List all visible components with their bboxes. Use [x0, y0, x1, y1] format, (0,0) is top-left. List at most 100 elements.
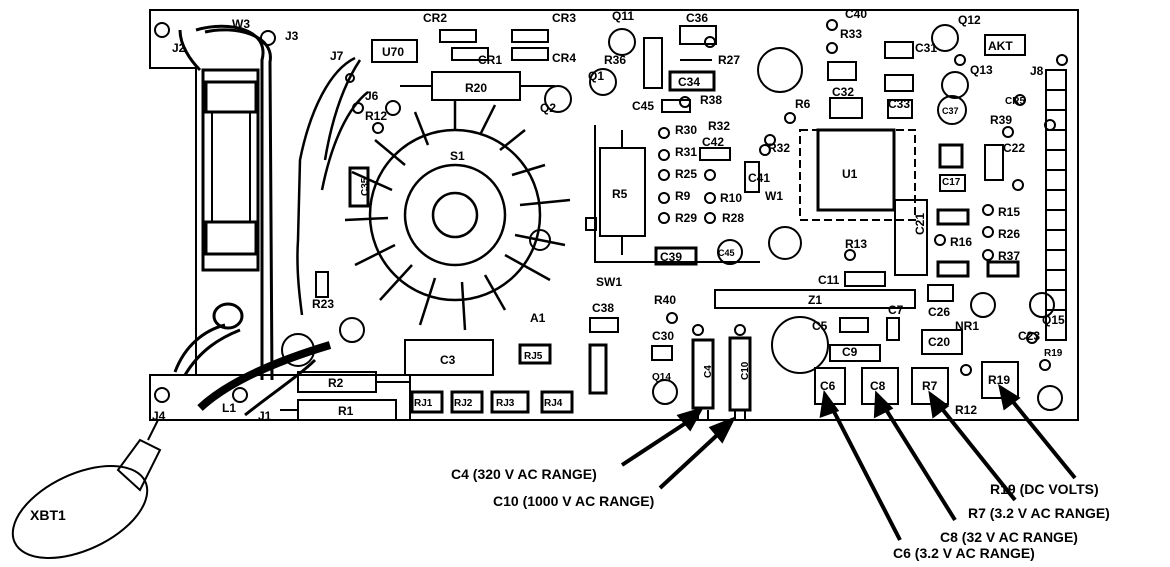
j8-connector-strip: [1045, 69, 1067, 341]
callout-c4: C4 (320 V AC RANGE): [451, 466, 597, 482]
c9-capacitor: [829, 344, 881, 362]
label-c36: C36: [686, 11, 708, 25]
label-nr1: NR1: [955, 319, 979, 333]
label-r38: R38: [700, 93, 722, 107]
c20-capacitor: [921, 329, 963, 355]
c3-capacitor: [404, 339, 494, 376]
label-r25: R25: [675, 167, 697, 181]
battery-holder: [201, 68, 260, 272]
label-c31: C31: [915, 41, 937, 55]
r36-resistor: [643, 37, 663, 89]
label-r7: R7: [922, 379, 938, 393]
label-q13: Q13: [970, 63, 993, 77]
c37-capacitor: [937, 95, 967, 125]
c34-capacitor: [668, 70, 716, 92]
label-r19: R19: [988, 373, 1010, 387]
label-r33: R33: [840, 27, 862, 41]
label-r26: R26: [998, 227, 1020, 241]
mounting-holes: [154, 22, 1068, 403]
label-r15: R15: [998, 205, 1020, 219]
label-r12: R12: [365, 109, 387, 123]
label-r20: R20: [465, 81, 487, 95]
r19-resistor: [981, 361, 1019, 399]
label-q11: Q11: [612, 9, 634, 23]
c26-capacitor: [927, 284, 954, 302]
label-r27: R27: [718, 53, 740, 67]
xbt1-probe: [11, 419, 162, 559]
c32-capacitor: [829, 97, 863, 119]
callout-c6: C6 (3.2 V AC RANGE): [893, 545, 1035, 561]
callout-r19: R19 (DC VOLTS): [990, 481, 1099, 497]
label-j6: J6: [365, 89, 379, 103]
label-r29: R29: [675, 211, 697, 225]
large-capacitor-top: [757, 47, 803, 93]
label-q2: Q2: [540, 101, 556, 115]
label-r31: R31: [675, 145, 697, 159]
label-c45: C45: [632, 99, 654, 113]
label-r2: R2: [328, 376, 344, 390]
label-r18: R19: [1044, 348, 1063, 359]
label-c8: C8: [870, 379, 886, 393]
label-c41: C41: [748, 171, 770, 185]
label-u1: U1: [842, 167, 858, 181]
rj-jumpers: [410, 390, 574, 414]
label-r30: R30: [675, 123, 697, 137]
label-rj5: RJ5: [524, 351, 543, 362]
label-c38: C38: [592, 301, 614, 315]
label-c7: C7: [888, 303, 904, 317]
z1-strip: [714, 289, 916, 309]
label-s1: S1: [450, 149, 465, 163]
label-r37: R37: [998, 249, 1020, 263]
label-j1: J1: [258, 409, 272, 423]
label-c22: C22: [1003, 141, 1025, 155]
label-j3: J3: [285, 29, 299, 43]
c35-capacitor: [348, 166, 370, 208]
small-pads-mid: [658, 19, 838, 224]
c14-capacitor: [717, 239, 743, 265]
callout-c8: C8 (32 V AC RANGE): [940, 529, 1078, 545]
label-r10: R10: [720, 191, 742, 205]
rotary-switch-s1: [344, 100, 571, 331]
c45-capacitor: [661, 99, 691, 113]
label-w1: W1: [765, 189, 783, 203]
label-l1: L1: [222, 401, 236, 415]
label-c6: C6: [820, 379, 836, 393]
label-j8: J8: [1030, 64, 1044, 78]
label-r1: R1: [338, 404, 354, 418]
c7-capacitor: [886, 317, 900, 341]
label-c35: C35: [360, 177, 371, 196]
label-q1: Q1: [588, 69, 604, 83]
label-xbt1: XBT1: [30, 507, 66, 523]
transistors-top: [544, 24, 969, 113]
label-rj3: RJ3: [496, 398, 515, 409]
label-c30: C30: [652, 329, 674, 343]
label-cr4: CR4: [552, 51, 576, 65]
label-c40: C40: [845, 7, 867, 21]
label-c10: C10: [740, 361, 751, 380]
rj5-jumper: [518, 343, 552, 365]
label-akt: AKT: [988, 39, 1013, 53]
label-cr2: CR2: [423, 11, 447, 25]
label-w3: W3: [232, 17, 250, 31]
label-c33: C33: [888, 97, 910, 111]
c39-capacitor: [654, 246, 698, 266]
c10-capacitor: [728, 336, 752, 412]
c30-capacitor: [651, 345, 673, 361]
callout-c10: C10 (1000 V AC RANGE): [493, 493, 654, 509]
label-c20: C20: [928, 335, 950, 349]
callout-r7: R7 (3.2 V AC RANGE): [968, 505, 1110, 521]
label-c3: C3: [440, 353, 456, 367]
label-r28: R28: [722, 211, 744, 225]
c41-capacitor: [744, 161, 760, 193]
label-c4: C4: [703, 365, 714, 378]
label-rj4: RJ4: [544, 398, 563, 409]
label-c37: C37: [942, 106, 959, 116]
akt-chip: [984, 34, 1026, 56]
label-r13: R13: [845, 237, 867, 251]
label-cr1: CR1: [478, 53, 502, 67]
c42-capacitor: [699, 147, 731, 161]
label-r12b: R12: [955, 403, 977, 417]
sw1-outline: [594, 125, 760, 263]
label-r40: R40: [654, 293, 676, 307]
